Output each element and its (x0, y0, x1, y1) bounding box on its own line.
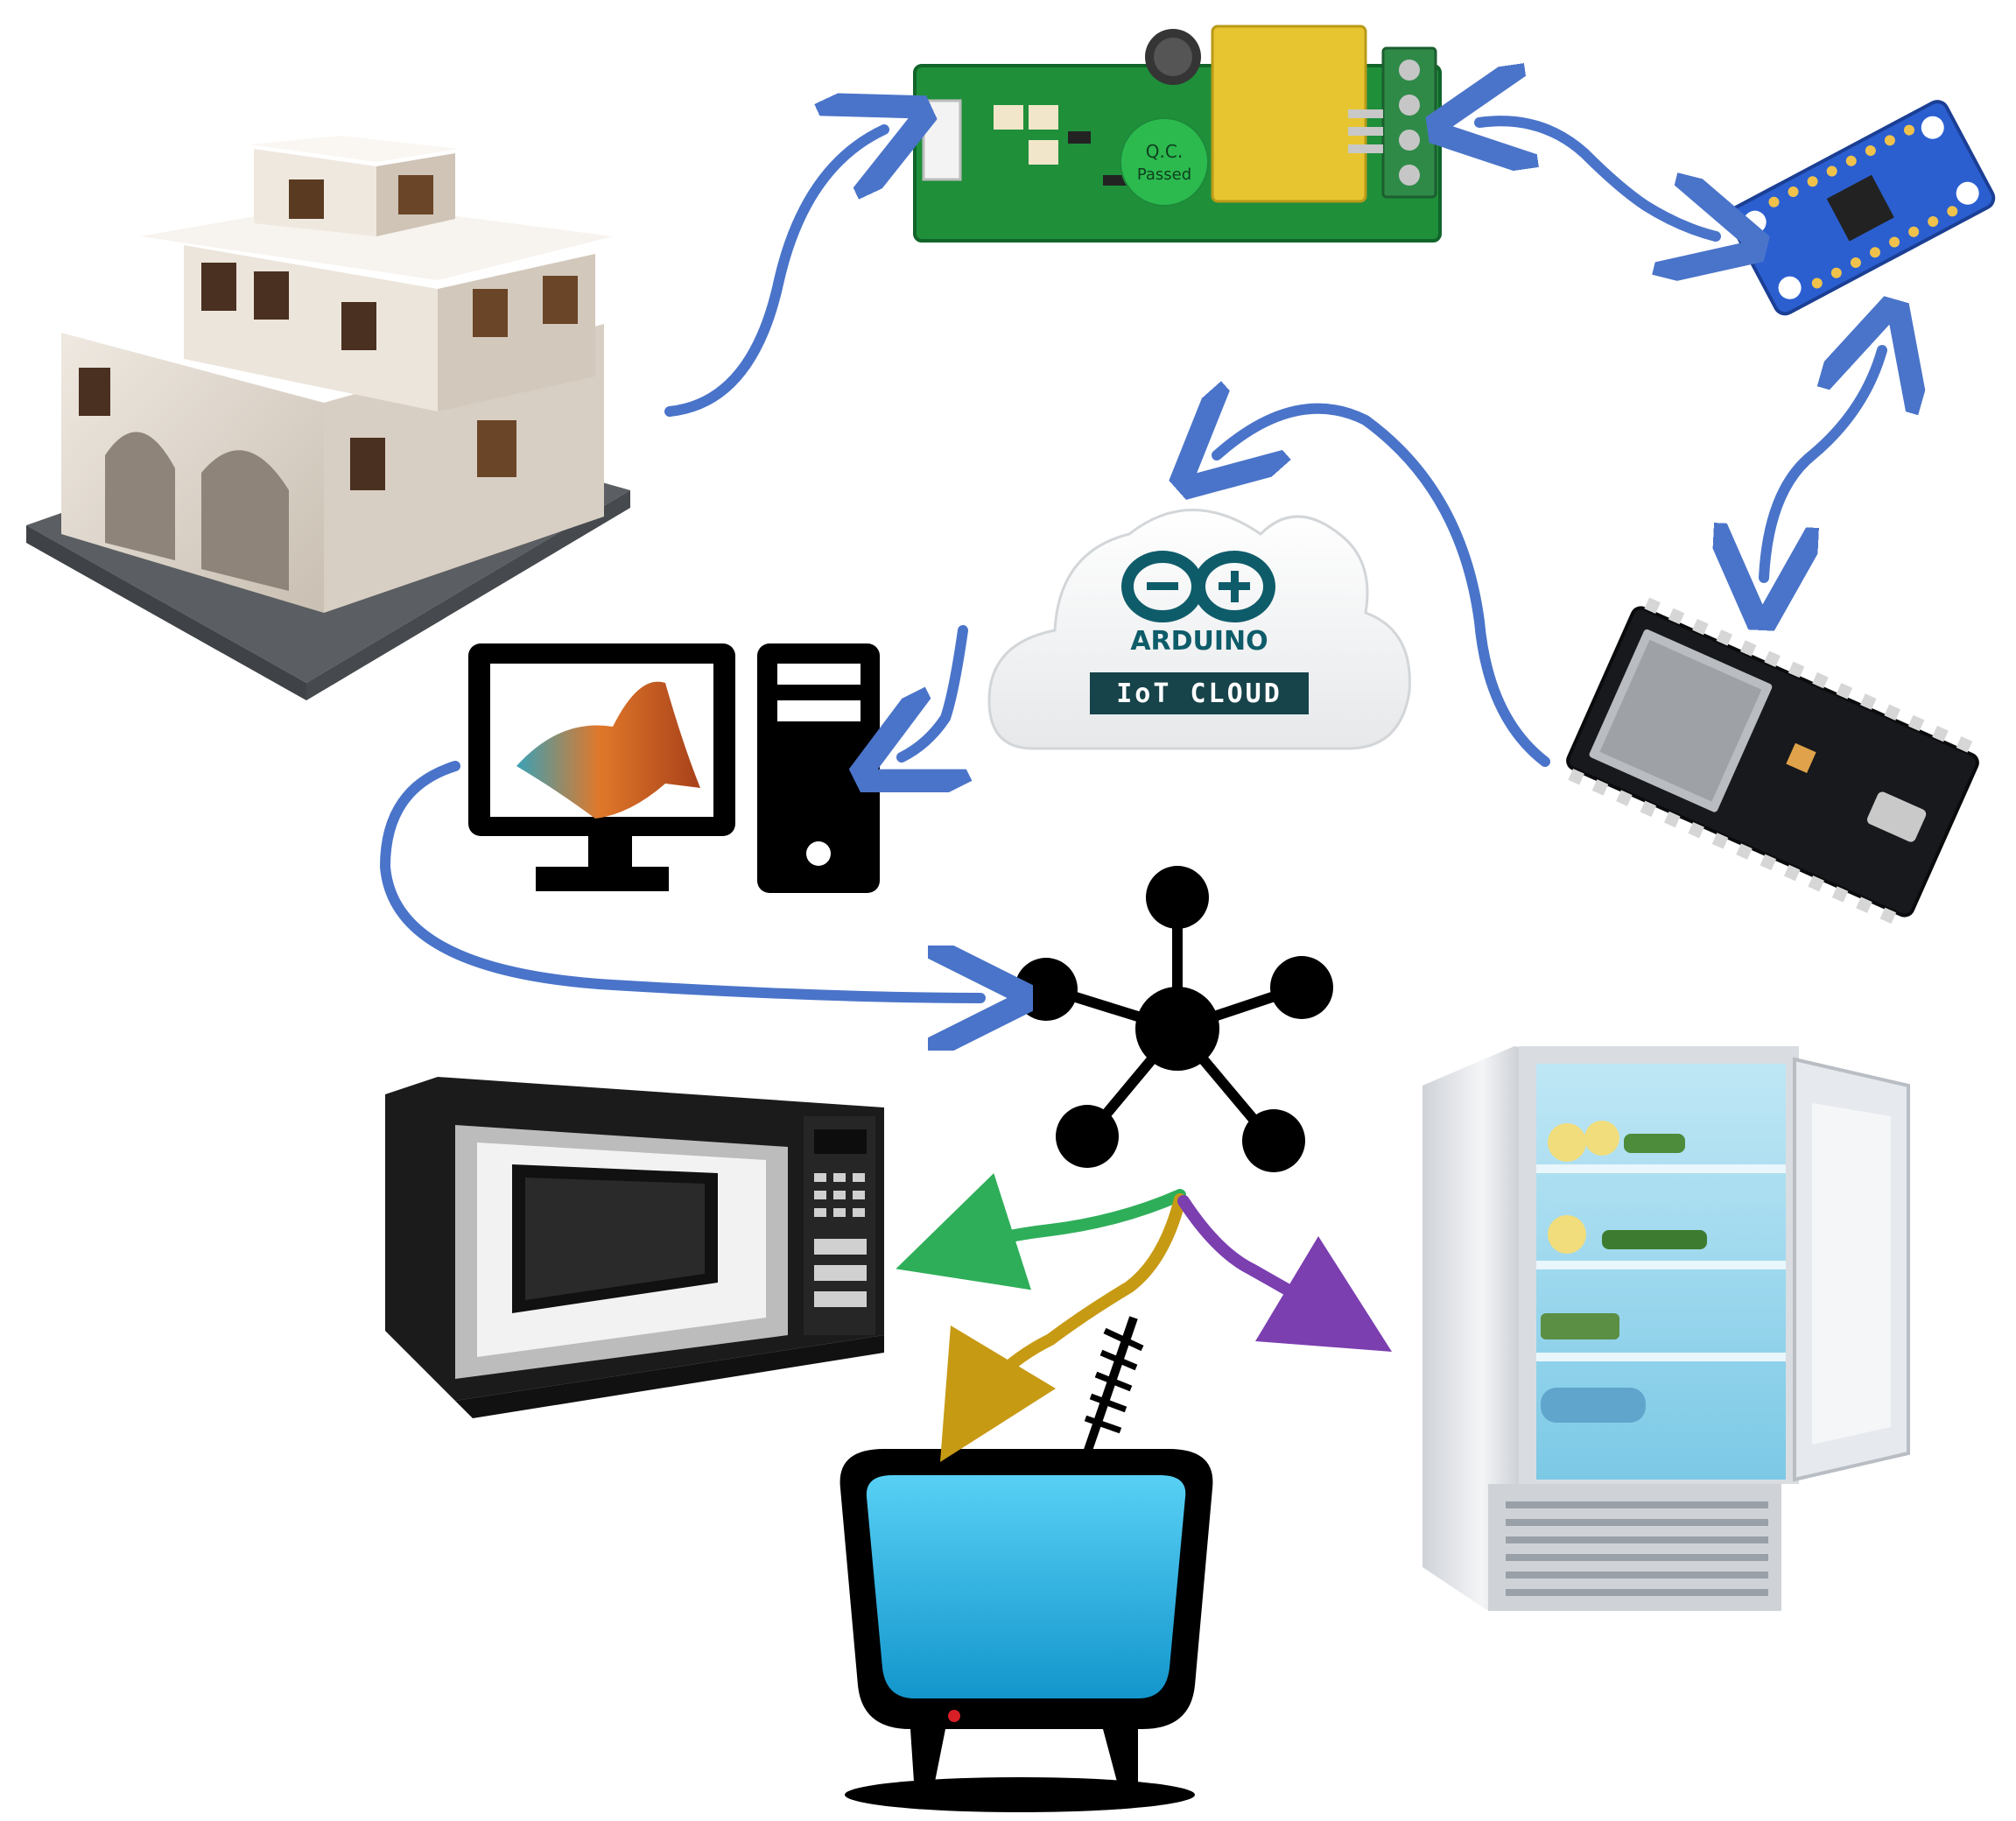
arrow-meter-gyro (1479, 121, 1716, 236)
esp32-board-icon (1566, 597, 1979, 925)
microwave-icon (385, 1077, 884, 1418)
arrow-house-to-meter (664, 130, 884, 417)
television-icon (839, 1316, 1213, 1812)
refrigerator-icon (1422, 1046, 1910, 1611)
pzem-energy-meter-icon: Q.C. Passed (913, 25, 1442, 243)
qc-sticker-line2: Passed (1137, 165, 1191, 184)
gyro-sensor-board-icon (1727, 100, 1996, 316)
cloud-brand-label: ARDUINO (1130, 626, 1268, 657)
arrow-esp32-to-cloud (1217, 409, 1550, 767)
arrow-cloud-to-computer (902, 625, 963, 757)
arrow-hub-to-microwave (896, 1173, 1186, 1290)
flow-arrows (379, 121, 1882, 998)
arrow-computer-to-hub (379, 761, 980, 998)
house-model-icon (26, 136, 630, 700)
arrow-gyro-esp32 (1764, 350, 1882, 578)
arduino-iot-cloud-icon: ARDUINO IoT CLOUD (987, 509, 1411, 750)
matlab-logo-icon (516, 681, 700, 819)
matlab-computer-icon (468, 643, 880, 893)
cloud-service-label: IoT CLOUD (1116, 678, 1282, 709)
arrow-hub-to-tv (939, 1193, 1186, 1463)
arrow-hub-to-fridge (1177, 1195, 1393, 1353)
network-hub-icon (1015, 866, 1333, 1172)
qc-sticker-line1: Q.C. (1146, 141, 1183, 162)
arduino-logo-icon (1121, 551, 1275, 622)
